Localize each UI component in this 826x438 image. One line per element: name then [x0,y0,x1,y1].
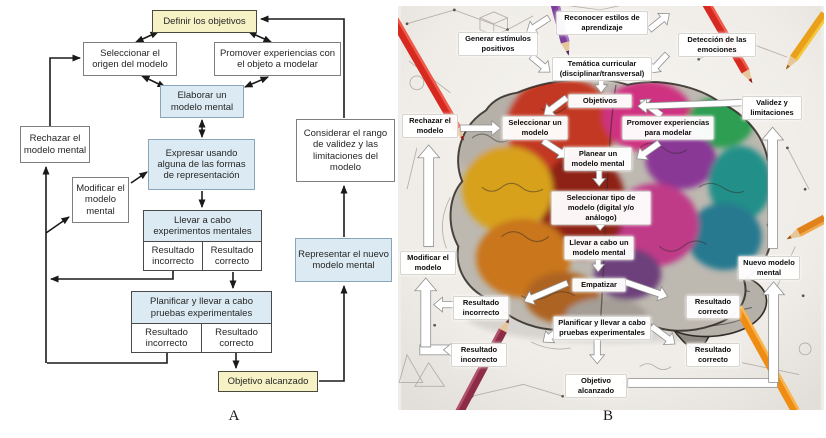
arrow-generar-tematica [528,53,551,73]
label-planificar-pruebas: Planificar y llevar a cabo pruebas exper… [553,316,651,341]
pruebas-header: Planificar y llevar a cabo pruebas exper… [132,292,271,324]
arrow-promover-planear [636,139,662,161]
node-rechazar-modelo: Rechazar el modelo mental [20,126,90,163]
arrow-rechazar-seleccionar [459,119,502,137]
arrow-reconocer-deteccion [646,12,670,33]
node-elaborar-modelo: Elaborar un modelo mental [160,85,244,118]
node-experimentos-mentales-table: Llevar a cabo experimentos mentales Resu… [143,210,262,271]
arrow-modificar-rechazar-up [417,144,441,247]
label-tipo-modelo: Seleccionar tipo de modelo (digital y/o … [551,191,651,226]
label-modificar-modelo: Modificar el modelo [400,251,456,276]
node-expresar-formas: Expresar usando alguna de las formas de … [148,139,255,190]
label-validez-limitaciones: Validez y limitaciones [742,96,802,121]
arrow-reconocer-generar [526,14,552,35]
arrow-up-into-nuevo [761,281,786,383]
label-resultado-correcto-1: Resultado correcto [686,295,740,320]
node-seleccionar-origen: Seleccionar el origen del modelo [83,42,177,76]
node-definir-objetivos: Definir los objetivos [152,10,257,33]
node-pruebas-experimentales-table: Planificar y llevar a cabo pruebas exper… [131,291,272,353]
cell-pruebas-resultado-correcto: Resultado correcto [201,324,271,352]
label-tematica-curricular: Temática curricular (disciplinar/transve… [552,57,652,82]
cell-experimentos-resultado-incorrecto: Resultado incorrecto [144,242,202,270]
label-generar-estimulos: Generar estímulos positivos [458,32,538,57]
cell-experimentos-resultado-correcto: Resultado correcto [202,242,261,270]
arrow-up-into-modificar [414,277,438,348]
label-deteccion-emociones: Detección de las emociones [678,33,756,58]
label-objetivo-alcanzado: Objetivo alcanzado [565,374,627,399]
cell-pruebas-resultado-incorrecto: Resultado incorrecto [132,324,201,352]
node-representar-nuevo-modelo: Representar el nuevo modelo mental [295,238,392,282]
node-considerar-validez: Considerar el rango de validez y las lim… [296,119,395,182]
label-resultado-correcto-2: Resultado correcto [686,343,740,368]
arrow-validez-objetivos [637,97,745,115]
node-objetivo-alcanzado: Objetivo alcanzado [218,371,318,392]
panel-a-flowchart: Definir los objetivos Seleccionar el ori… [0,0,398,408]
arrow-planificar-objetivo [588,338,606,365]
arrow-seleccionar-planear [540,137,569,159]
caption-panel-a: A [228,408,240,424]
label-empatizar: Empatizar [572,278,626,293]
flowchart-connector-arrows [42,15,348,382]
label-planear-modelo: Planear un modelo mental [564,147,632,172]
node-promover-experiencias: Promover experiencias con el objeto a mo… [214,42,341,76]
label-seleccionar-modelo: Seleccionar un modelo [502,116,568,141]
arrow-objetivos-seleccionar [543,94,570,116]
label-resultado-incorrecto-2: Resultado incorrecto [451,343,507,368]
node-modificar-modelo: Modificar el modelo mental [72,177,129,223]
label-rechazar-modelo: Rechazar el modelo [402,114,458,139]
label-nuevo-modelo: Nuevo modelo mental [738,256,800,281]
caption-panel-b: B [602,408,613,424]
label-resultado-incorrecto-1: Resultado incorrecto [453,296,509,321]
pencil-orange-right-icon [786,214,824,240]
arrow-empatizar-correcto [623,278,669,302]
arrow-nuevo-validez-up [760,126,785,249]
label-promover-experiencias: Promover experiencias para modelar [622,116,714,141]
pencil-yellow-right-icon [785,11,824,70]
label-objetivos: Objetivos [568,94,632,109]
arrow-planificar-correcto [648,323,676,346]
label-llevar-a-cabo: Llevar a cabo un modelo mental [564,236,634,261]
experimentos-header: Llevar a cabo experimentos mentales [144,211,261,242]
label-reconocer-estilos: Reconocer estilos de aprendizaje [556,11,648,36]
arrow-empatizar-incorrecto [523,279,570,306]
panel-b-brain-photo: Generar estímulos positivos Reconocer es… [398,6,824,410]
